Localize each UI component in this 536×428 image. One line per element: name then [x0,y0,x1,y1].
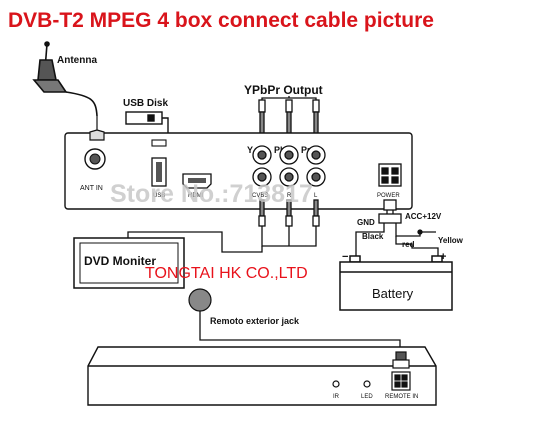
usb-disk-label: USB Disk [123,98,168,109]
antenna-icon [32,41,98,117]
ir-label: IR [333,394,340,400]
battery-minus: − [342,251,348,263]
ypbpr-cable [258,96,320,141]
battery [339,255,453,311]
remote-in-plug [391,351,411,391]
company-overlay: TONGTAI HK CO.,LTD [145,265,308,282]
hdmi-port [182,173,212,189]
black-wire-label: Black [362,232,384,241]
r-label: R [287,193,292,199]
store-watermark: Store No.:713817 [110,180,313,208]
antenna-label: Antenna [57,55,97,66]
power-harness [355,199,439,256]
usb-port-label: USB [153,193,165,199]
ant-in-label: ANT IN [80,185,103,192]
diagram-title: DVB-T2 MPEG 4 box connect cable picture [8,9,434,32]
remote-sensor-icon [188,288,401,352]
power-label: POWER [377,193,400,199]
dvd-monitor-label: DVD Moniter [84,254,156,268]
usb-disk-icon [125,111,169,141]
battery-plus: + [440,251,446,263]
hdmi-port-label: HDMI [188,193,204,199]
rca-jacks-ypbpr [252,145,326,165]
pr-label: Pr [301,145,311,155]
av-cable [127,199,320,253]
y-label: Y [247,145,253,155]
l-label: L [314,193,318,199]
yellow-wire-label: Yellow [438,236,464,245]
dvb-t2-box [64,132,413,210]
led-label: LED [361,394,373,400]
cvbs-label: CVBS [252,193,268,199]
pb-label: Pb [274,145,286,155]
ant-in-port [84,116,106,170]
red-wire-label: red [402,240,415,249]
ir-led-indicators [332,380,371,388]
battery-label: Battery [372,286,414,301]
dvd-monitor [73,237,185,289]
usb-port [151,139,167,187]
acc-label: ACC+12V [405,212,442,221]
remote-jack-label: Remoto exterior jack [210,316,300,326]
rear-box [87,346,437,406]
gnd-label: GND [357,218,375,227]
rca-jacks-av [252,167,326,187]
remote-in-label: REMOTE IN [385,394,418,400]
ypbpr-output-label: YPbPr Output [244,83,323,97]
power-connector [378,163,402,187]
